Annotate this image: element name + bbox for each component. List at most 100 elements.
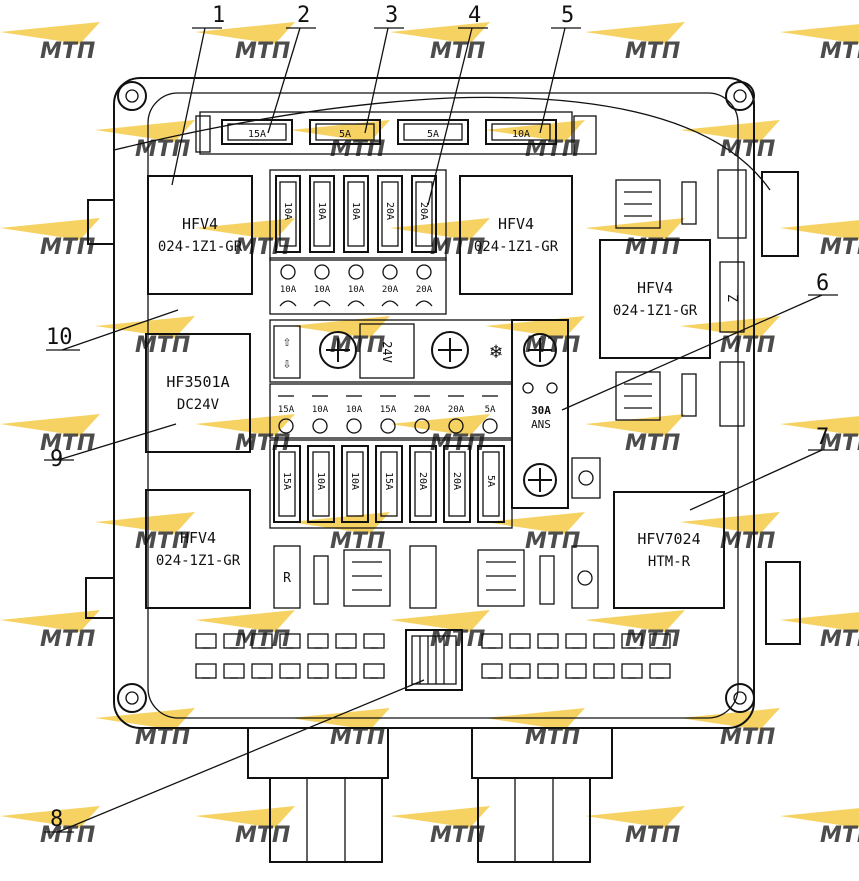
upper-label-cell: 10A [347, 264, 365, 307]
svg-text:МТП: МТП [820, 235, 859, 260]
svg-text:МТП: МТП [820, 39, 859, 64]
watermark: МТП [95, 120, 195, 162]
bottom-components: R [273, 545, 599, 609]
watermark: МТП [95, 708, 195, 750]
top-fuse-rating: 5A [427, 129, 439, 140]
watermark: МТП [780, 24, 859, 64]
watermark: МТП [0, 610, 100, 652]
lower-label-cell: 15A [278, 395, 295, 434]
lower-fuse-rating: 20A [451, 472, 462, 490]
svg-text:МТП: МТП [330, 137, 385, 162]
top-fuse-rating: 10A [512, 129, 530, 140]
callout-6: 6 [816, 271, 829, 296]
top-fuse-rating: 15A [248, 129, 266, 140]
snowflake-icon: ❄ [490, 339, 502, 363]
watermark: МТП [585, 610, 685, 652]
relay-spec: DC24V [177, 397, 220, 413]
relay-spec: 024-1Z1-GR [156, 553, 241, 569]
svg-text:МТП: МТП [430, 235, 485, 260]
watermark: МТП [485, 512, 585, 554]
watermark: МТП [780, 220, 859, 260]
svg-text:МТП: МТП [235, 39, 290, 64]
callout-2: 2 [297, 3, 310, 28]
watermark: МТП [680, 120, 780, 162]
svg-text:МТП: МТП [820, 627, 859, 652]
center-connector [405, 629, 463, 691]
callout-4: 4 [468, 3, 481, 28]
upper-fuse: 20A [377, 175, 403, 253]
lower-fuse: 15A [273, 445, 301, 523]
lower-label: 10A [312, 405, 329, 415]
svg-text:МТП: МТП [40, 235, 95, 260]
svg-text:МТП: МТП [525, 529, 580, 554]
watermark: МТП [485, 708, 585, 750]
right-side-components: Z [615, 169, 747, 427]
top-fuse: 5A [397, 119, 469, 145]
watermark: МТП [290, 708, 390, 750]
upper-label: 10A [348, 285, 365, 295]
upper-label-cell: 20A [381, 264, 399, 307]
lower-label: 10A [346, 405, 363, 415]
svg-text:МТП: МТП [625, 431, 680, 456]
relay-model: HFV4 [182, 215, 218, 233]
svg-text:МТП: МТП [820, 823, 859, 848]
svg-text:МТП: МТП [40, 39, 95, 64]
relay-model: HFV4 [180, 529, 216, 547]
letter-r: R [283, 571, 291, 586]
relay-spec: HTM-R [648, 554, 691, 570]
watermark: МТП [390, 414, 490, 456]
svg-text:⇩: ⇩ [283, 356, 291, 372]
callout-5: 5 [561, 3, 574, 28]
watermark: МТП [0, 414, 100, 456]
relay-model: HF3501A [166, 373, 229, 391]
svg-text:МТП: МТП [40, 823, 95, 848]
watermark: МТП [195, 22, 295, 64]
upper-label: 10A [280, 285, 297, 295]
upper-fuse: 10A [309, 175, 335, 253]
watermark: МТП [780, 416, 859, 456]
letter-z: Z [724, 294, 739, 302]
upper-label-cell: 10A [313, 264, 331, 307]
relay-r4: HFV4 024-1Z1-GR [145, 489, 251, 609]
relay-model: HFV4 [637, 279, 673, 297]
svg-text:МТП: МТП [40, 431, 95, 456]
svg-text:МТП: МТП [135, 333, 190, 358]
upper-label: 10A [314, 285, 331, 295]
watermark: МТП [585, 22, 685, 64]
watermark: МТП [290, 316, 390, 358]
relay-spec: 024-1Z1-GR [158, 239, 243, 255]
upper-label: 20A [382, 285, 399, 295]
lower-fuse-rating: 15A [383, 472, 394, 490]
lower-fuse: 5A [477, 445, 505, 523]
upper-fuse: 20A [411, 175, 437, 253]
watermark: МТП [780, 808, 859, 848]
upper-fuse-rating: 20A [384, 202, 395, 220]
callout-10: 10 [46, 325, 73, 350]
lower-label-cell: 15A [380, 395, 397, 434]
svg-text:МТП: МТП [235, 823, 290, 848]
svg-text:МТП: МТП [135, 529, 190, 554]
upper-fuse-rating: 20A [418, 202, 429, 220]
svg-text:МТП: МТП [430, 39, 485, 64]
lower-label: 15A [380, 405, 397, 415]
watermark: МТП [290, 120, 390, 162]
lower-fuse: 15A [375, 445, 403, 523]
svg-text:МТП: МТП [40, 627, 95, 652]
svg-text:МТП: МТП [625, 235, 680, 260]
connector-pins [195, 633, 671, 679]
watermark: МТП [0, 218, 100, 260]
svg-text:МТП: МТП [235, 235, 290, 260]
lower-fuse: 20A [443, 445, 471, 523]
svg-text:МТП: МТП [525, 333, 580, 358]
lower-fuse: 10A [307, 445, 335, 523]
upper-fuse-rating: 10A [316, 202, 327, 220]
upper-fuse: 10A [275, 175, 301, 253]
leader-lines [44, 27, 838, 833]
lower-label: 5A [485, 405, 496, 415]
lower-label-cell: 10A [346, 395, 363, 434]
middle-block: ⇧ ⇩ 24V ❄ [269, 319, 513, 383]
watermark: МТП [195, 806, 295, 848]
